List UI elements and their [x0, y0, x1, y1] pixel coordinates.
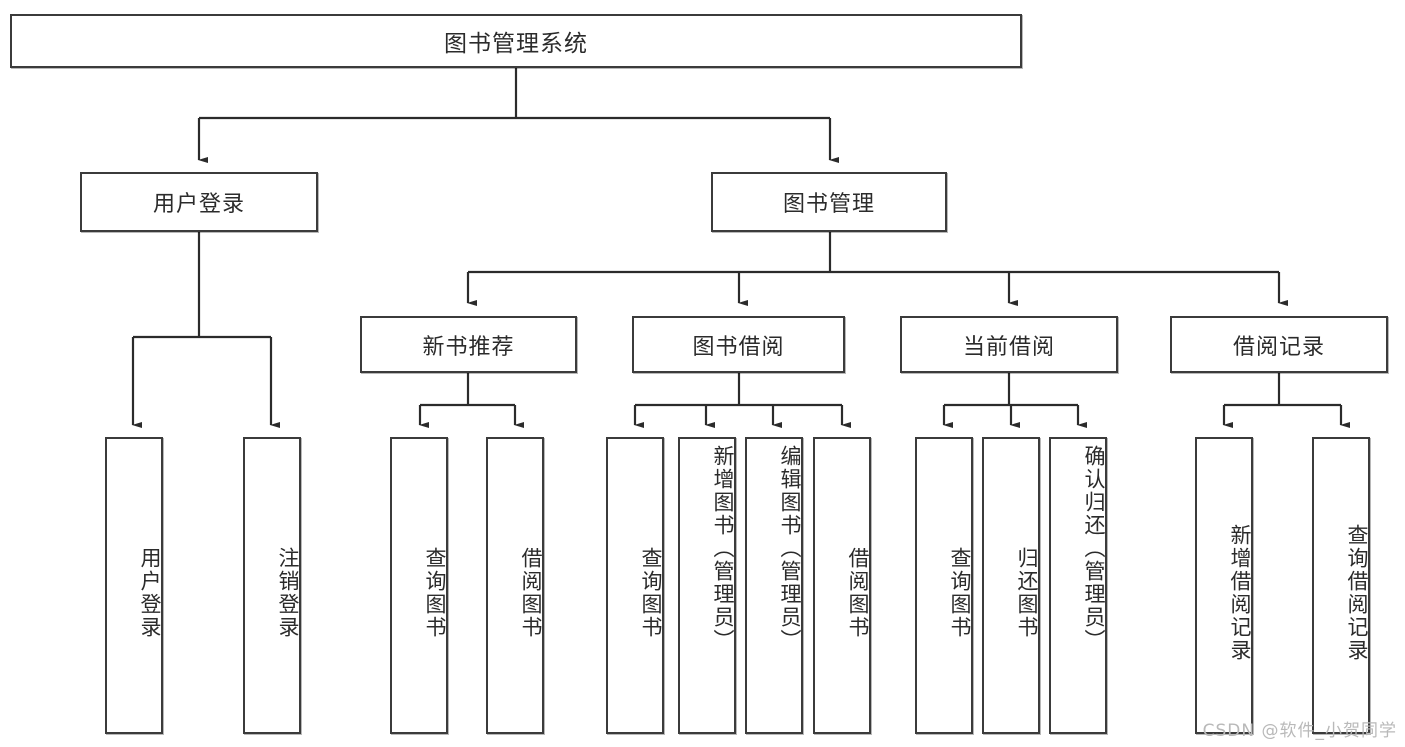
leaf-records-query-record[interactable]: 查询借阅记录 [1312, 437, 1370, 734]
node-user-login[interactable]: 用户登录 [80, 172, 318, 232]
leaf-borrow-edit-book-admin[interactable]: 编辑图书（管理员） [745, 437, 803, 734]
node-label: 新增借阅记录 [1228, 523, 1252, 662]
node-label: 图书管理系统 [444, 31, 588, 57]
node-label: 查询图书 [639, 546, 663, 639]
node-label: 查询借阅记录 [1345, 523, 1369, 662]
leaf-current-return-book[interactable]: 归还图书 [982, 437, 1040, 734]
leaf-newbook-query-book[interactable]: 查询图书 [390, 437, 448, 734]
node-borrow-records[interactable]: 借阅记录 [1170, 316, 1388, 373]
node-label: 用户登录 [152, 192, 245, 217]
node-current-borrow[interactable]: 当前借阅 [900, 316, 1118, 373]
node-label: 借阅图书 [846, 546, 870, 639]
leaf-borrow-borrow-book[interactable]: 借阅图书 [813, 437, 871, 734]
node-label: 注销登录 [276, 546, 300, 639]
node-book-borrow[interactable]: 图书借阅 [632, 316, 845, 373]
leaf-logout[interactable]: 注销登录 [243, 437, 301, 734]
node-label: 新增图书（管理员） [711, 445, 735, 652]
node-new-book-recommend[interactable]: 新书推荐 [360, 316, 577, 373]
node-label: 图书借阅 [692, 334, 785, 360]
node-label: 用户登录 [138, 546, 162, 639]
leaf-user-login[interactable]: 用户登录 [105, 437, 163, 734]
watermark: CSDN @软件_小贺同学 [1202, 721, 1397, 741]
node-label: 图书管理 [782, 192, 875, 217]
node-label: 新书推荐 [422, 334, 515, 360]
leaf-records-add-record[interactable]: 新增借阅记录 [1195, 437, 1253, 734]
node-label: 当前借阅 [962, 334, 1055, 360]
leaf-borrow-add-book-admin[interactable]: 新增图书（管理员） [678, 437, 736, 734]
leaf-borrow-query-book[interactable]: 查询图书 [606, 437, 664, 734]
node-label: 查询图书 [423, 546, 447, 639]
node-label: 借阅记录 [1232, 334, 1325, 360]
leaf-current-confirm-return-admin[interactable]: 确认归还（管理员） [1049, 437, 1107, 734]
node-label: 借阅图书 [519, 546, 543, 639]
node-root[interactable]: 图书管理系统 [10, 14, 1022, 68]
leaf-current-query-book[interactable]: 查询图书 [915, 437, 973, 734]
node-label: 确认归还（管理员） [1082, 445, 1106, 652]
node-label: 编辑图书（管理员） [778, 445, 802, 652]
node-label: 归还图书 [1015, 546, 1039, 639]
node-label: 查询图书 [948, 546, 972, 639]
node-book-management[interactable]: 图书管理 [711, 172, 947, 232]
leaf-newbook-borrow-book[interactable]: 借阅图书 [486, 437, 544, 734]
